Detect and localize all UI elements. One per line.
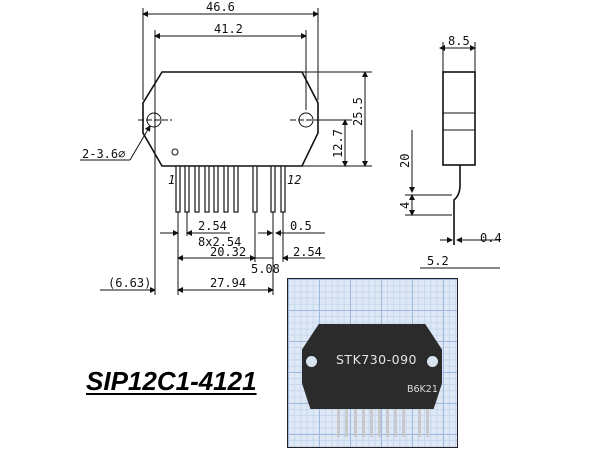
dimension-lines xyxy=(80,11,368,293)
dim-pin-pitch: 2.54 xyxy=(198,219,227,233)
package-body-outline xyxy=(142,71,319,167)
dim-overall-width: 46.6 xyxy=(206,0,235,14)
dim-hole-height: 12.7 xyxy=(331,129,345,158)
dim-pitch-count: 8x2.54 xyxy=(198,235,241,249)
dim-lead-length: 20 xyxy=(398,154,412,168)
dim-pin-span: 27.94 xyxy=(210,276,246,290)
dim-span-8: 20.32 xyxy=(210,245,246,259)
chip-hole-left xyxy=(306,356,317,367)
pin-12-label: 12 xyxy=(287,173,301,187)
chip-body: STK730-090 B6K21 xyxy=(302,324,442,409)
dim-thickness: 8.5 xyxy=(448,34,470,48)
pin1-marker xyxy=(171,148,179,156)
side-view xyxy=(405,42,500,269)
dim-gap: 5.08 xyxy=(251,262,280,276)
dim-bend: 4 xyxy=(398,202,412,209)
dim-hole-spacing: 41.2 xyxy=(214,22,243,36)
chip-part-number: STK730-090 xyxy=(336,352,417,367)
dim-lead-offset: 5.2 xyxy=(427,254,449,268)
dim-pin-thickness: 0.5 xyxy=(290,219,312,233)
pins xyxy=(175,165,286,213)
hole-callout: 2-3.6⌀ xyxy=(82,147,125,161)
component-photo: STK730-090 B6K21 xyxy=(287,278,458,448)
dim-pitch-right: 2.54 xyxy=(293,245,322,259)
extension-lines xyxy=(142,8,372,295)
dim-lead-thickness: 0.4 xyxy=(480,231,502,245)
chip-date-code: B6K21 xyxy=(407,384,438,395)
dim-offset: (6.63) xyxy=(108,276,151,290)
chip-hole-right xyxy=(427,356,438,367)
dim-height: 25.5 xyxy=(351,97,365,126)
pin-1-label: 1 xyxy=(168,173,175,187)
package-title: SIP12C1-4121 xyxy=(86,366,257,396)
